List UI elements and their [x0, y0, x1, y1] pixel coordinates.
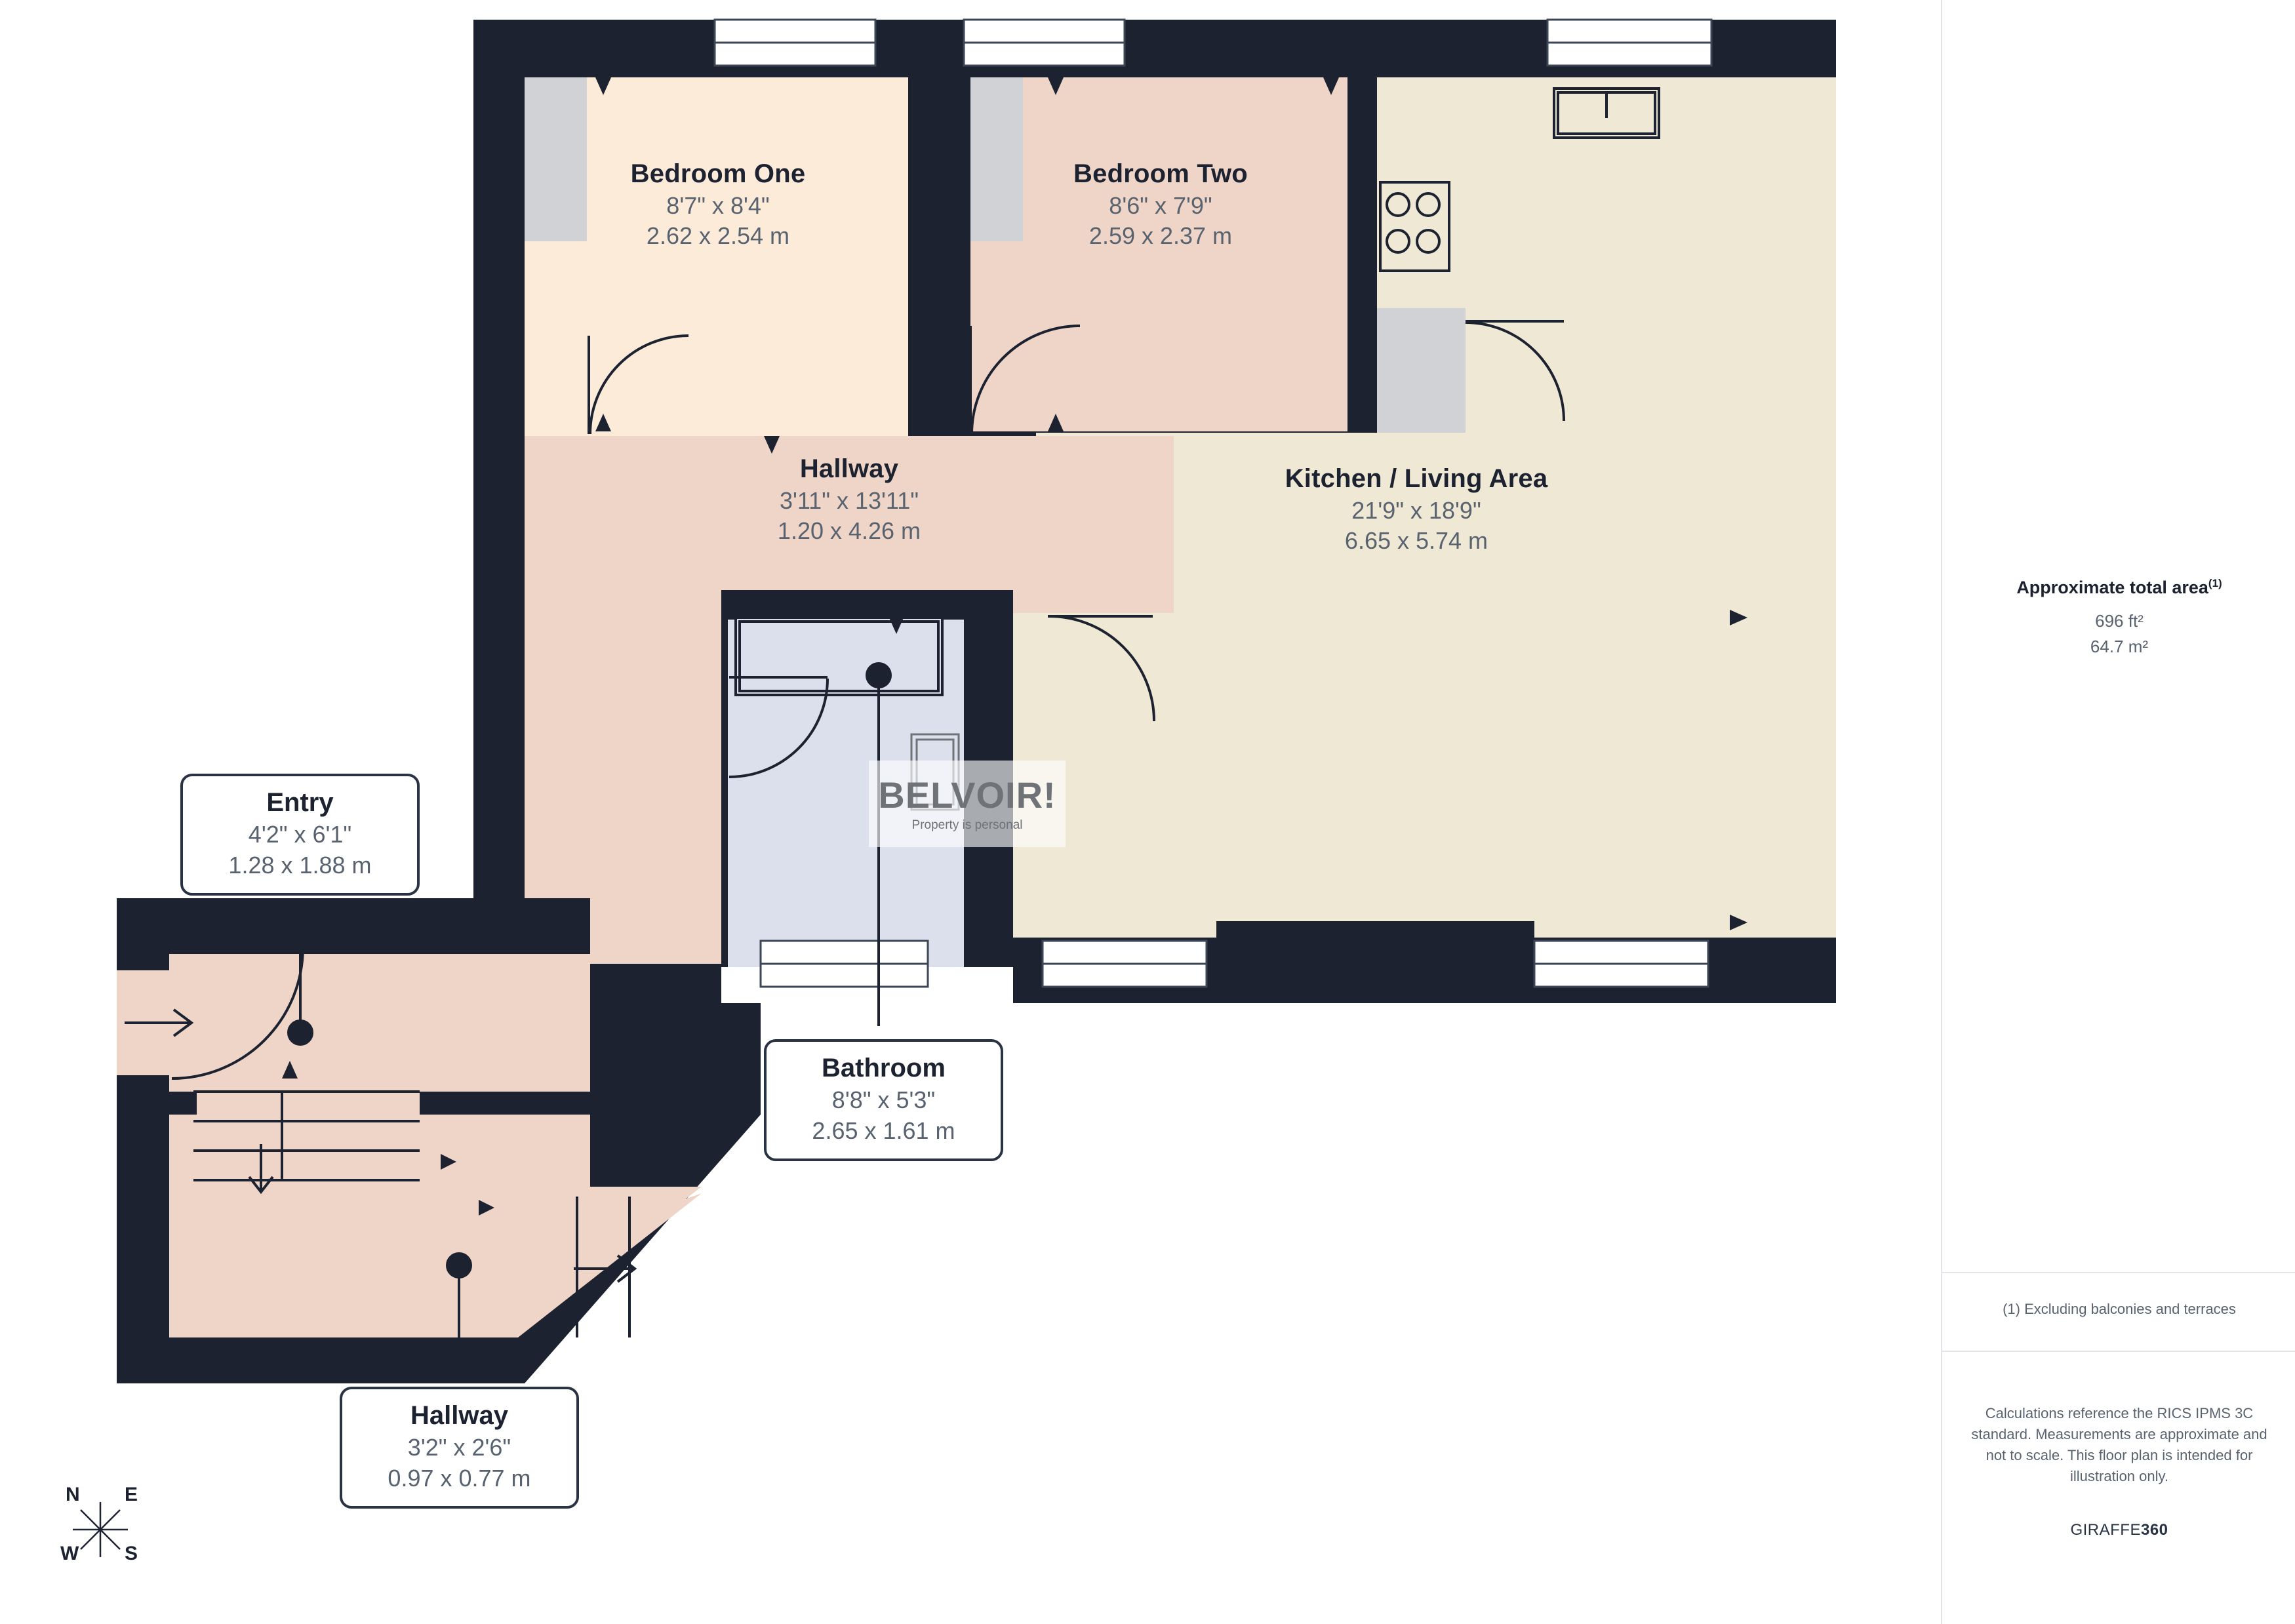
disclaimer-text: Calculations reference the RICS IPMS 3C …	[1971, 1405, 2267, 1484]
kitchen-sink-icon	[1553, 87, 1660, 139]
sidebar-divider-lower	[1942, 1351, 2295, 1352]
room-fill-bedroom-one-lower	[525, 420, 908, 436]
leader-line-group	[287, 662, 892, 1383]
callout-bathroom: Bathroom 8'8" x 5'3" 2.65 x 1.61 m	[764, 1039, 1003, 1161]
brand-light-text: GIRAFFE	[2070, 1521, 2141, 1539]
room-dimension-metric: 1.28 x 1.88 m	[228, 851, 372, 879]
compass-star-icon	[73, 1502, 128, 1557]
cooktop-icon	[1379, 181, 1450, 272]
room-name: Hallway	[410, 1401, 508, 1430]
bathroom-alcove	[728, 675, 764, 892]
lower-room-interior	[169, 1193, 702, 1337]
kitchen-cupboard	[1377, 308, 1466, 433]
wardrobe-bedroom-one	[525, 77, 587, 241]
total-area-title: Approximate total area(1)	[1942, 577, 2295, 598]
entry-interior	[169, 954, 590, 1092]
room-fill-bathroom	[728, 620, 964, 967]
callout-hallway-lower: Hallway 3'2" x 2'6" 0.97 x 0.77 m	[340, 1387, 579, 1509]
room-fill-hallway-main	[525, 436, 1174, 964]
compass-south: S	[125, 1543, 138, 1564]
leader-dot-bathroom	[866, 662, 892, 688]
total-area-block: Approximate total area(1) 696 ft² 64.7 m…	[1942, 577, 2295, 657]
compass-rose: N E W S	[51, 1480, 150, 1579]
total-area-sqm: 64.7 m²	[2090, 637, 2149, 656]
compass-east: E	[125, 1484, 138, 1505]
total-area-sqft: 696 ft²	[2095, 611, 2144, 631]
dimension-markers	[282, 77, 1747, 1216]
window-group	[713, 18, 1713, 988]
room-name: Entry	[266, 788, 334, 817]
room-dimension-imperial: 4'2" x 6'1"	[248, 821, 352, 848]
room-dimension-imperial: 3'2" x 2'6"	[407, 1434, 511, 1461]
floor-plan-canvas: Bedroom One 8'7" x 8'4" 2.62 x 2.54 m Be…	[51, 18, 1836, 1579]
room-name: Bathroom	[822, 1054, 946, 1082]
room-dimension-metric: 2.65 x 1.61 m	[812, 1117, 955, 1144]
stairwell-interior	[197, 1088, 420, 1193]
compass-west: W	[60, 1543, 79, 1564]
compass-north: N	[66, 1484, 80, 1505]
total-area-title-text: Approximate total area	[2016, 578, 2208, 597]
sidebar-divider-upper	[1942, 1272, 2295, 1273]
wardrobe-bedroom-two	[970, 77, 1023, 241]
bathtub-icon	[734, 616, 944, 696]
giraffe360-brand: GIRAFFE360	[1942, 1521, 2295, 1539]
stairs	[125, 1008, 637, 1337]
room-fill-kitchen	[1013, 77, 1836, 938]
callout-entry: Entry 4'2" x 6'1" 1.28 x 1.88 m	[180, 774, 420, 896]
total-area-footnote-marker: (1)	[2208, 577, 2222, 589]
room-dimension-metric: 0.97 x 0.77 m	[388, 1464, 531, 1492]
room-dimension-imperial: 8'8" x 5'3"	[831, 1086, 936, 1113]
room-fill-bedroom-two	[970, 77, 1347, 431]
info-sidebar: Approximate total area(1) 696 ft² 64.7 m…	[1941, 0, 2295, 1624]
floor-plan-drawing	[117, 18, 1836, 1383]
brand-bold-text: 360	[2140, 1521, 2168, 1539]
footnote-text: (1) Excluding balconies and terraces	[2003, 1301, 2236, 1317]
